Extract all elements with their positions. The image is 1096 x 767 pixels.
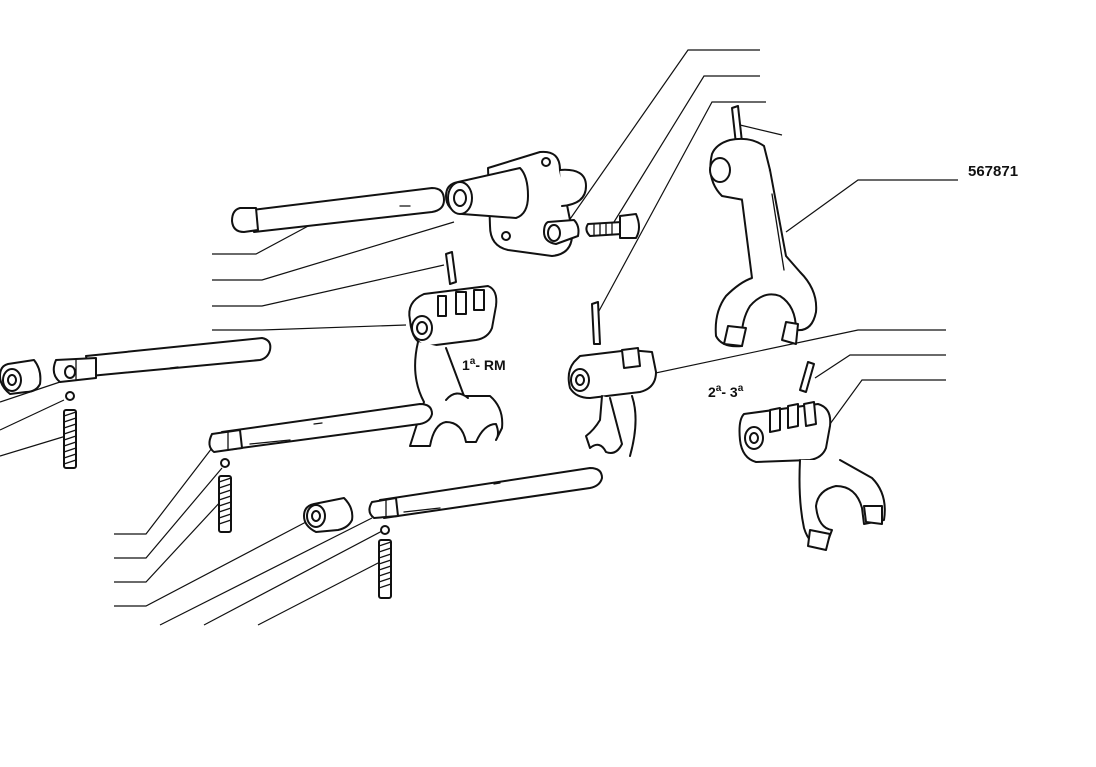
fork-label-2-3: 2a- 3a — [708, 383, 744, 400]
spacer-sleeve — [303, 497, 354, 533]
detent-ball-spring-2 — [218, 458, 232, 533]
top-shift-rod — [231, 187, 445, 233]
shift-fork-1-rm — [408, 285, 504, 447]
shift-fork-2-3 — [738, 401, 886, 551]
roll-pin-left — [445, 251, 457, 285]
first-reverse-rod — [208, 403, 433, 453]
reverse-shift-rod — [0, 337, 272, 395]
second-third-rod — [368, 467, 603, 519]
roll-pin-right — [799, 361, 815, 393]
shift-block — [567, 347, 657, 457]
part-number-label: 567871 — [968, 163, 1018, 180]
detent-ball-spring-3 — [378, 525, 392, 599]
roll-pin-middle — [591, 301, 601, 345]
washer-and-bolt — [543, 213, 640, 245]
selector-lever — [709, 105, 818, 348]
fork-label-1-rm: 1a- RM — [462, 356, 506, 373]
detent-ball-spring-1 — [63, 391, 77, 469]
